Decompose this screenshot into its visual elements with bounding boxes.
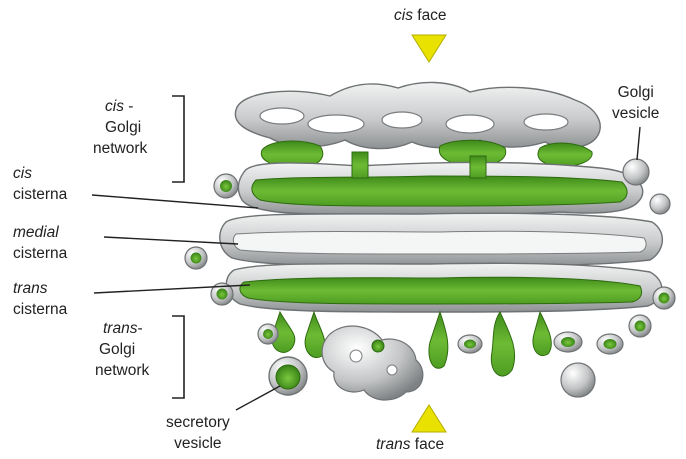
golgi-vesicle-leader — [637, 127, 640, 160]
medial-cisterna-label: medial cisterna — [13, 222, 67, 264]
secretory-vesicle-label: secretory vesicle — [166, 412, 230, 454]
trans-golgi-network-structure — [272, 312, 552, 400]
secretory-vesicle-leader — [236, 386, 280, 410]
medial-cisterna-structure — [220, 213, 663, 266]
trans-face-arrow-icon — [412, 405, 446, 432]
trans-golgi-network-label: trans- Golgi network — [95, 318, 149, 381]
golgi-vesicle-label: Golgi vesicle — [612, 82, 659, 124]
cis-cisterna-leader — [92, 195, 258, 208]
cis-cisterna-label: cis cisterna — [13, 163, 67, 205]
trans-cisterna-label: trans cisterna — [13, 278, 67, 320]
cis-golgi-network-bracket — [172, 96, 184, 182]
trans-cisterna-structure — [226, 263, 662, 312]
vesicle — [650, 194, 670, 214]
medial-cisterna-leader — [104, 237, 238, 244]
cis-face-arrow-icon — [412, 35, 446, 62]
trans-face-label: trans face — [376, 434, 444, 455]
cis-golgi-network-label: cis - Golgi network — [93, 96, 147, 159]
trans-golgi-network-bracket — [172, 316, 184, 398]
golgi-vesicle-ball — [623, 159, 649, 185]
cis-face-label: cis face — [394, 5, 447, 26]
large-vesicle — [561, 363, 595, 397]
cis-golgi-network-structure — [235, 82, 600, 168]
